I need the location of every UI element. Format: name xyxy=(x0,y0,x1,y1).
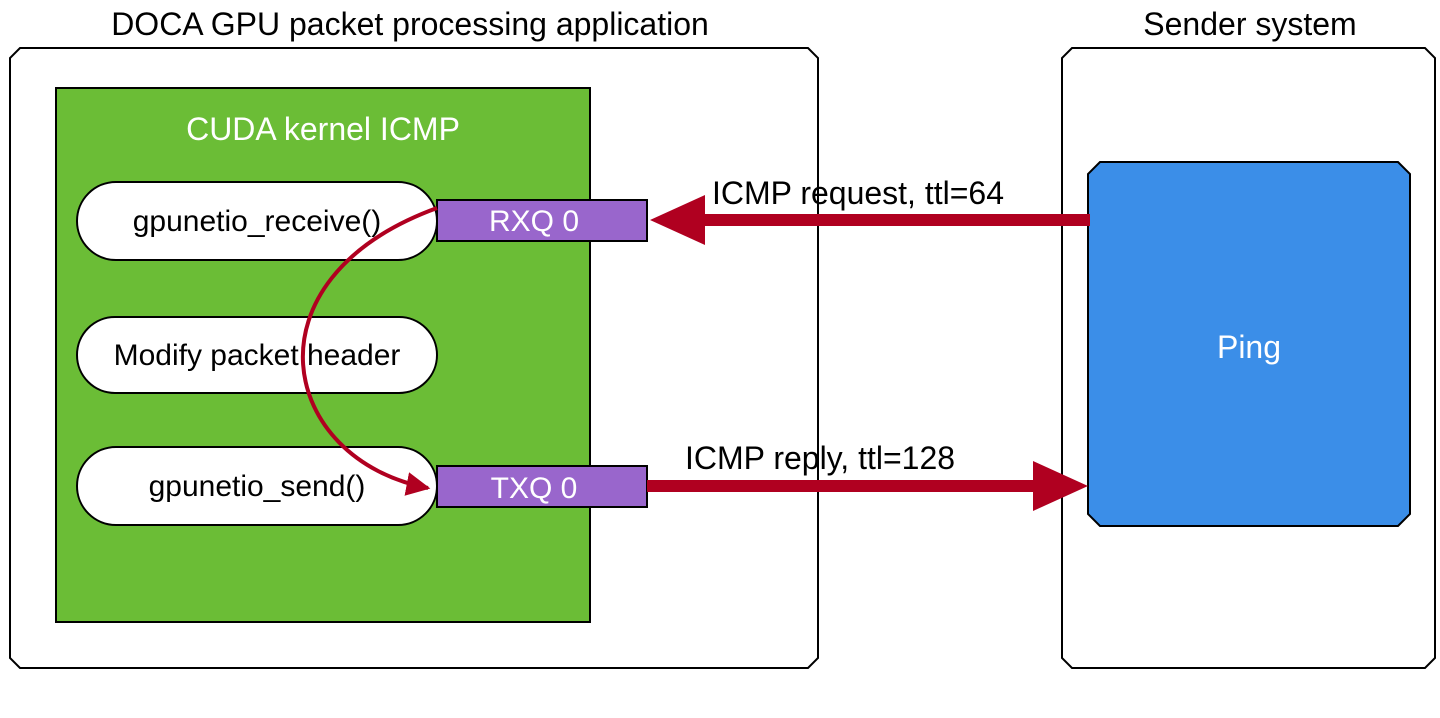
ping-block xyxy=(1087,161,1411,527)
sender-box-title: Sender system xyxy=(1143,6,1356,42)
tx-queue-label: TXQ 0 xyxy=(491,472,578,505)
step-modify-label: Modify packet header xyxy=(114,339,401,372)
step-send-label: gpunetio_send() xyxy=(149,470,366,503)
step-receive-label: gpunetio_receive() xyxy=(133,205,381,238)
reply-arrow-label: ICMP reply, ttl=128 xyxy=(685,440,955,476)
rx-queue xyxy=(436,199,648,242)
cuda-kernel-title: CUDA kernel ICMP xyxy=(186,111,460,147)
internal-flow-arrow xyxy=(301,206,438,496)
rx-queue-label: RXQ 0 xyxy=(489,205,579,238)
app-box-title: DOCA GPU packet processing application xyxy=(111,6,709,42)
ping-label: Ping xyxy=(1217,329,1281,365)
request-arrow-label: ICMP request, ttl=64 xyxy=(712,175,1004,211)
request-arrow-head xyxy=(650,195,705,245)
tx-queue xyxy=(436,465,648,508)
reply-arrow-head xyxy=(1033,461,1088,511)
step-modify xyxy=(76,316,438,394)
